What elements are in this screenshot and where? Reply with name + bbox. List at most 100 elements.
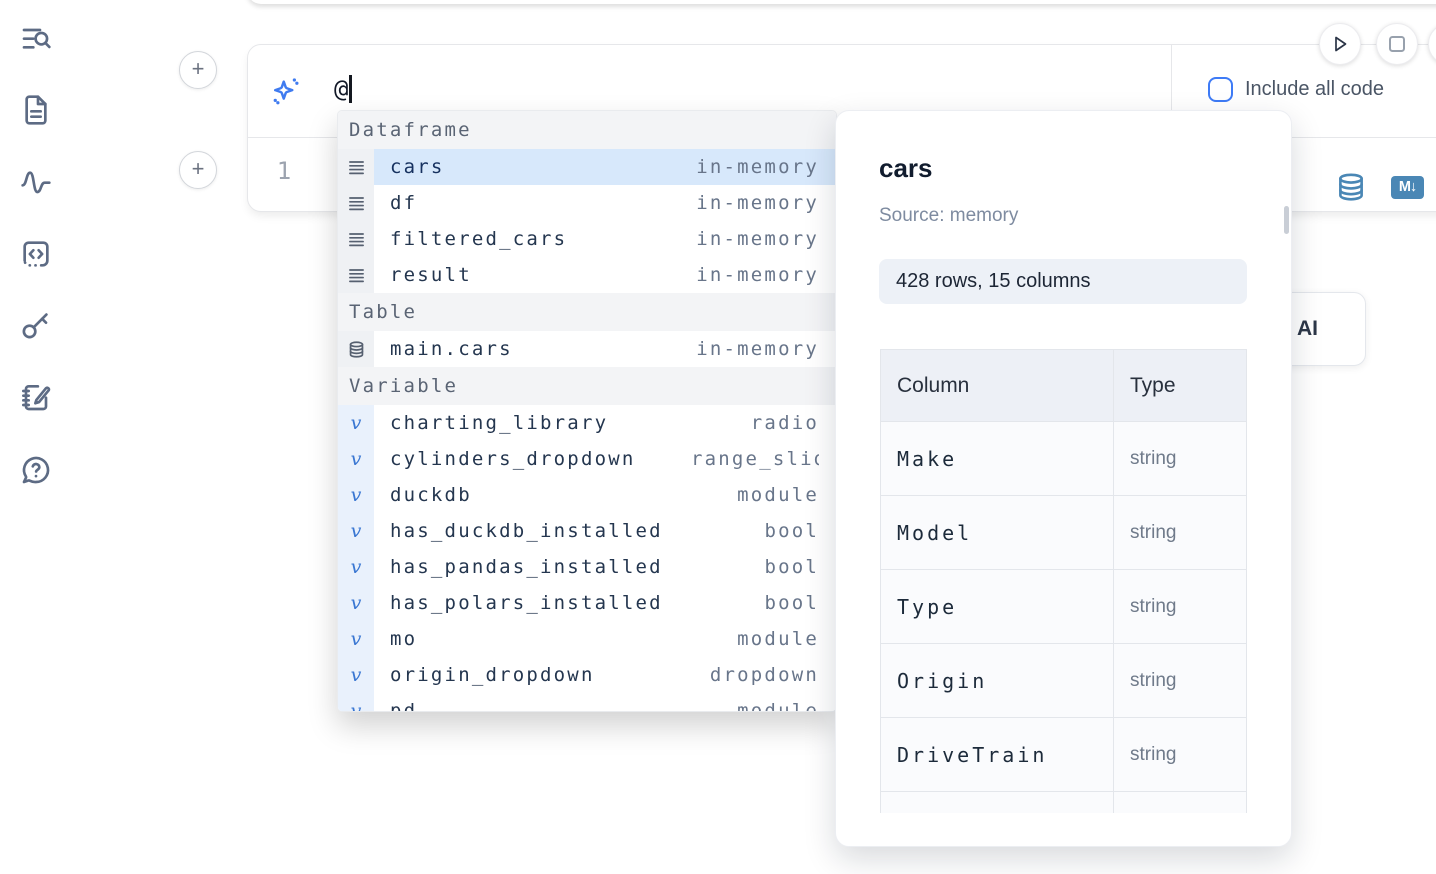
sidebar bbox=[0, 0, 72, 874]
ai-prompt-input[interactable]: @ bbox=[334, 75, 352, 103]
prompt-divider bbox=[1171, 45, 1172, 137]
autocomplete-item-has_polars_installed[interactable]: v has_polars_installed bool bbox=[338, 585, 836, 621]
add-cell-below-button[interactable]: + bbox=[179, 151, 217, 189]
file-icon[interactable] bbox=[20, 94, 52, 126]
include-all-code-label: Include all code bbox=[1245, 78, 1384, 100]
item-name: duckdb bbox=[390, 484, 472, 506]
dataframe-rows-icon bbox=[338, 257, 374, 293]
autocomplete-section-header: Table bbox=[338, 293, 836, 331]
schema-row bbox=[880, 791, 1247, 813]
item-name: origin_dropdown bbox=[390, 664, 595, 686]
dataframe-preview-panel: cars Source: memory 428 rows, 15 columns… bbox=[835, 110, 1292, 847]
column-type: string bbox=[1113, 421, 1247, 496]
item-detail: bool bbox=[764, 592, 819, 614]
dataframe-rows-icon bbox=[338, 185, 374, 221]
autocomplete-item-has_pandas_installed[interactable]: v has_pandas_installed bool bbox=[338, 549, 836, 585]
key-icon[interactable] bbox=[20, 309, 52, 341]
variable-icon: v bbox=[338, 405, 374, 441]
item-name: pd bbox=[390, 700, 418, 712]
item-detail: in-memory bbox=[696, 192, 819, 214]
item-name: df bbox=[390, 192, 418, 214]
run-cell-button[interactable] bbox=[1319, 23, 1361, 65]
variable-icon: v bbox=[338, 693, 374, 711]
autocomplete-section-header: Dataframe bbox=[338, 111, 836, 149]
code-editor-row[interactable]: 1 bbox=[248, 139, 1436, 211]
autocomplete-item-main.cars[interactable]: main.cars in-memory bbox=[338, 331, 836, 367]
column-name bbox=[880, 791, 1114, 813]
table-database-icon bbox=[338, 331, 374, 367]
item-detail: in-memory bbox=[696, 264, 819, 286]
database-icon[interactable] bbox=[1336, 172, 1366, 202]
item-name: charting_library bbox=[390, 412, 609, 434]
code-snippets-icon[interactable] bbox=[20, 238, 52, 270]
autocomplete-item-filtered_cars[interactable]: filtered_cars in-memory bbox=[338, 221, 836, 257]
column-type: string bbox=[1113, 495, 1247, 570]
item-name: result bbox=[390, 264, 472, 286]
autocomplete-item-charting_library[interactable]: v charting_library radio bbox=[338, 405, 836, 441]
autocomplete-item-result[interactable]: result in-memory bbox=[338, 257, 836, 293]
list-search-icon[interactable] bbox=[20, 24, 52, 56]
item-detail: in-memory bbox=[696, 228, 819, 250]
column-type bbox=[1113, 791, 1247, 813]
item-detail: in-memory bbox=[696, 156, 819, 178]
column-type: string bbox=[1113, 717, 1247, 792]
markdown-badge-icon[interactable]: M↓ bbox=[1391, 176, 1424, 199]
include-all-code-checkbox[interactable] bbox=[1208, 77, 1233, 102]
item-detail: dropdown bbox=[709, 664, 819, 686]
column-name: Type bbox=[880, 569, 1114, 644]
column-type: string bbox=[1113, 569, 1247, 644]
text-cursor bbox=[349, 75, 352, 103]
variable-icon: v bbox=[338, 513, 374, 549]
column-name: Make bbox=[880, 421, 1114, 496]
dataframe-rows-icon bbox=[338, 221, 374, 257]
autocomplete-item-origin_dropdown[interactable]: v origin_dropdown dropdown bbox=[338, 657, 836, 693]
item-detail: module bbox=[737, 628, 819, 650]
item-detail: radio bbox=[750, 412, 819, 434]
item-name: has_polars_installed bbox=[390, 592, 663, 614]
item-detail: range_slider bbox=[691, 448, 819, 470]
variable-icon: v bbox=[338, 657, 374, 693]
add-cell-above-button[interactable]: + bbox=[179, 51, 217, 89]
variable-icon: v bbox=[338, 621, 374, 657]
autocomplete-item-pd[interactable]: v pd module bbox=[338, 693, 836, 712]
variable-icon: v bbox=[338, 585, 374, 621]
item-name: main.cars bbox=[390, 338, 513, 360]
shape-badge: 428 rows, 15 columns bbox=[879, 259, 1247, 304]
column-name: Origin bbox=[880, 643, 1114, 718]
item-name: has_pandas_installed bbox=[390, 556, 663, 578]
stop-button[interactable] bbox=[1376, 23, 1418, 65]
autocomplete-item-df[interactable]: df in-memory bbox=[338, 185, 836, 221]
variable-icon: v bbox=[338, 441, 374, 477]
activity-icon[interactable] bbox=[20, 166, 52, 198]
variable-icon: v bbox=[338, 477, 374, 513]
item-detail: bool bbox=[764, 556, 819, 578]
column-name: Model bbox=[880, 495, 1114, 570]
item-detail: bool bbox=[764, 520, 819, 542]
item-detail: in-memory bbox=[696, 338, 819, 360]
panel-scrollbar[interactable] bbox=[1284, 206, 1289, 234]
autocomplete-section-header: Variable bbox=[338, 367, 836, 405]
preview-title: cars bbox=[879, 153, 933, 183]
help-icon[interactable] bbox=[20, 454, 52, 486]
item-detail: module bbox=[737, 700, 819, 712]
ai-sparkles-icon bbox=[270, 76, 300, 106]
scratchpad-icon[interactable] bbox=[20, 381, 52, 413]
variable-icon: v bbox=[338, 549, 374, 585]
item-name: filtered_cars bbox=[390, 228, 568, 250]
preview-source: Source: memory bbox=[879, 205, 1019, 226]
column-name: DriveTrain bbox=[880, 717, 1114, 792]
previous-cell-bottom bbox=[247, 0, 1436, 4]
